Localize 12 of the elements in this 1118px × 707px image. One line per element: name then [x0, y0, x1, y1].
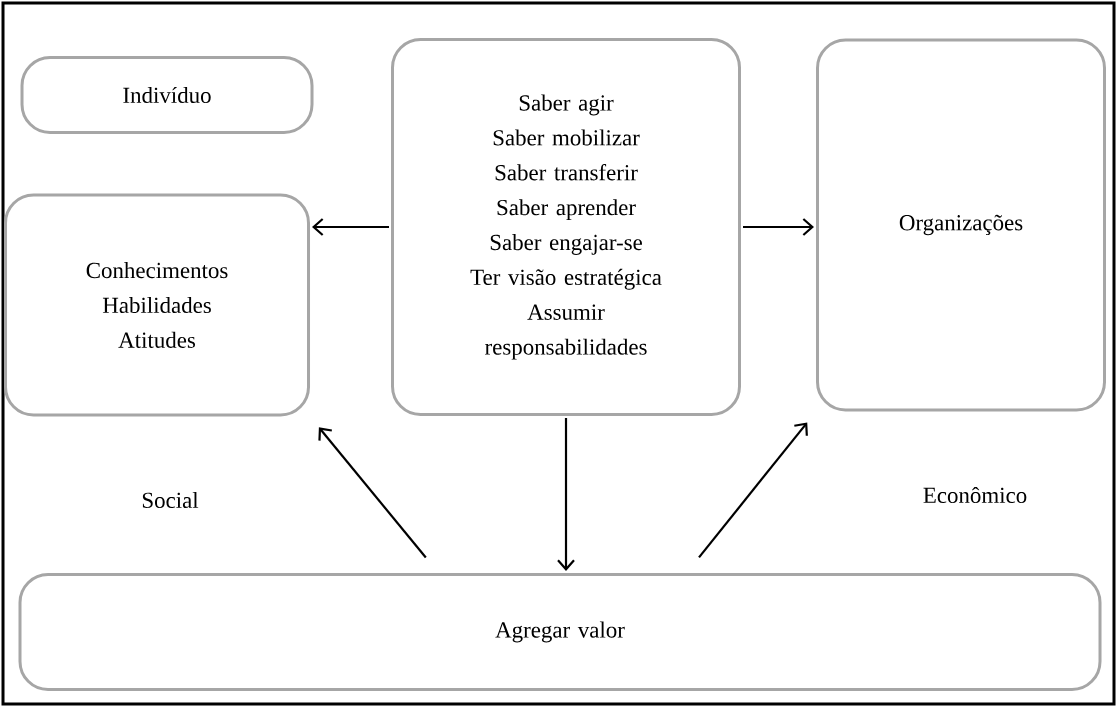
arrow: [312, 218, 389, 236]
side-label: Econômico: [923, 486, 1027, 504]
rounded-box: Indivíduo: [20, 56, 314, 134]
arrow: [318, 427, 427, 559]
rounded-box: Organizações: [816, 38, 1106, 412]
rounded-band: Agregar valor: [18, 573, 1102, 691]
rounded-box: Saber agir Saber mobilizar Saber transferir Saber aprender Saber engajar-se Ter visão estratégica Assumir responsabilidades: [391, 38, 741, 416]
arrow: [557, 418, 575, 571]
arrow: [743, 218, 814, 236]
arrow: [698, 422, 808, 559]
side-label: Social: [142, 491, 199, 509]
rounded-box: Conhecimentos Habilidades Atitudes: [4, 193, 310, 417]
